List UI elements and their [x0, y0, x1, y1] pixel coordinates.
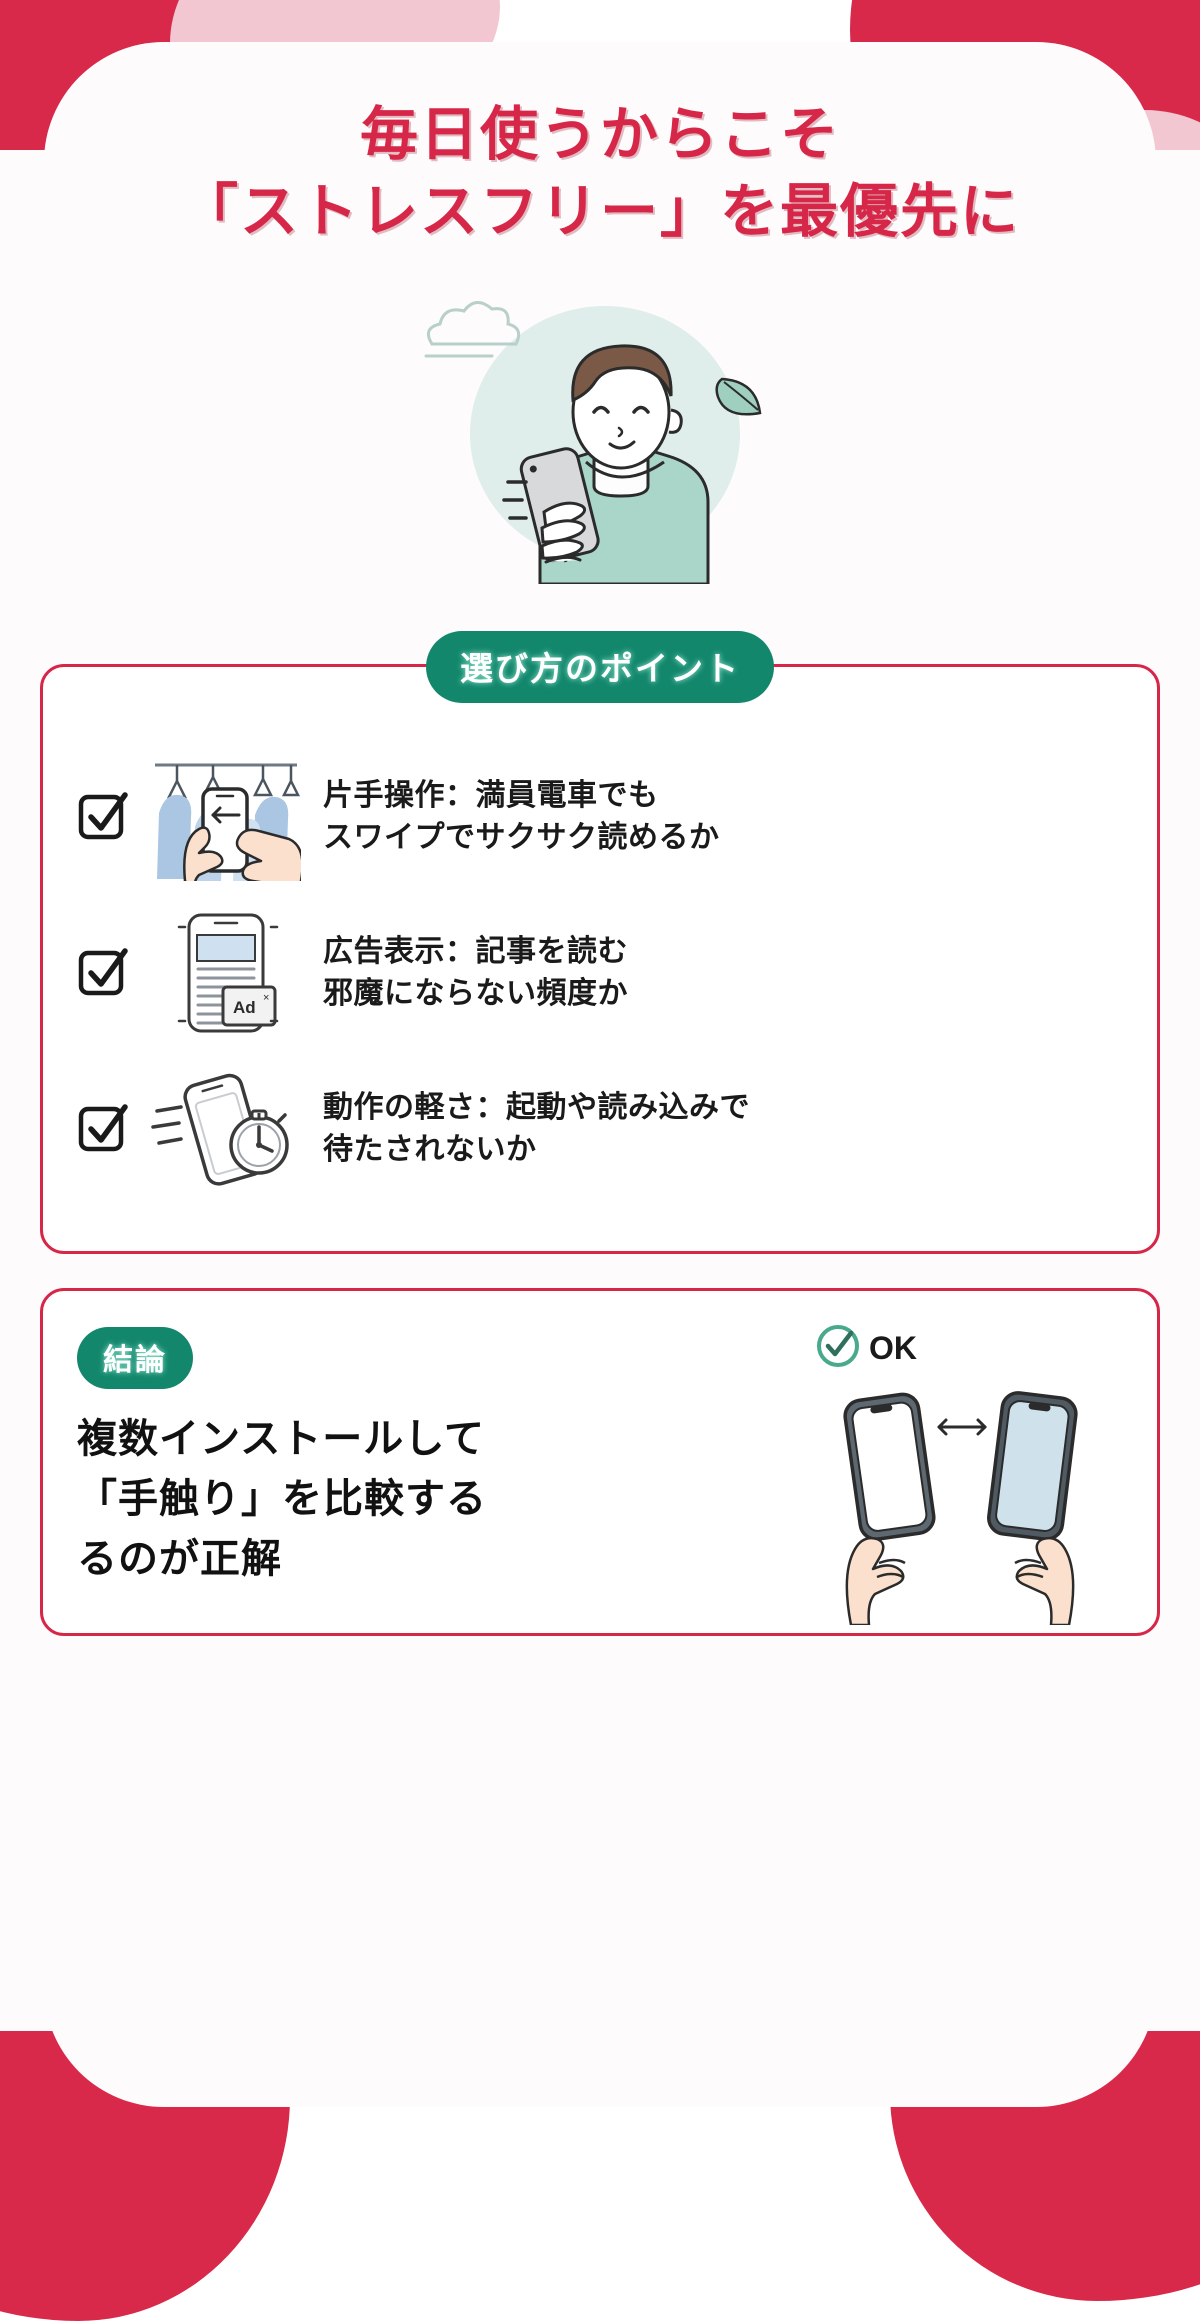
- svg-text:Ad: Ad: [233, 998, 256, 1017]
- point-item-text: 片手操作：満員電車でも スワイプでサクサク読めるか: [323, 775, 720, 860]
- point-item-text-line-2: 邪魔にならない頻度か: [323, 977, 628, 1011]
- conclusion-text: 複数インストールして 「手触り」を比較する るのが正解: [77, 1409, 793, 1589]
- point-item[interactable]: Ad × 広告表示：記事を読む 邪魔にならない頻度か: [77, 895, 1123, 1051]
- point-item-text-line-2: スワイプでサクサク読めるか: [323, 821, 720, 855]
- conclusion-text-line-1: 複数インストールして: [77, 1417, 485, 1462]
- ok-mark: OK: [815, 1323, 917, 1374]
- points-badge-wrapper: 選び方のポイント: [43, 631, 1157, 704]
- checkbox-checked-icon[interactable]: [77, 791, 129, 843]
- point-item-text-line-1: 広告表示：記事を読む: [323, 934, 628, 968]
- phone-stopwatch-speed-icon: [151, 1065, 301, 1193]
- conclusion-badge: 結論: [77, 1327, 193, 1390]
- hero-illustration: [40, 284, 1160, 585]
- page-content: 毎日使うからこそ 「ストレスフリー」を最優先に: [40, 0, 1160, 1637]
- one-hand-train-phone-icon: [151, 753, 304, 901]
- svg-text:×: ×: [263, 992, 269, 1004]
- page-title-line-2: 「ストレスフリー」を最優先に: [179, 179, 1020, 245]
- conclusion-inner: 結論 複数インストールして 「手触り」を比較する るのが正解: [77, 1325, 1123, 1626]
- ok-label: OK: [869, 1330, 917, 1367]
- point-item-text: 動作の軽さ：起動や読み込みで 待たされないか: [323, 1087, 750, 1172]
- conclusion-right-column: OK: [793, 1325, 1123, 1626]
- point-item-text: 広告表示：記事を読む 邪魔にならない頻度か: [323, 931, 628, 1016]
- phone-article-ad-icon: Ad ×: [151, 909, 301, 1037]
- check-circle-icon: [815, 1323, 861, 1374]
- points-card: 選び方のポイント: [40, 631, 1160, 1255]
- checkbox-checked-icon[interactable]: [77, 947, 129, 999]
- point-item[interactable]: 片手操作：満員電車でも スワイプでサクサク読めるか: [77, 739, 1123, 901]
- page-title: 毎日使うからこそ 「ストレスフリー」を最優先に: [40, 0, 1160, 250]
- man-with-phone-illustration: [424, 301, 762, 585]
- point-item-text-line-2: 待たされないか: [323, 1133, 537, 1167]
- point-item-text-line-1: 動作の軽さ：起動や読み込みで: [323, 1090, 750, 1124]
- conclusion-badge-wrapper: 結論: [77, 1327, 793, 1390]
- point-item-text-line-1: 片手操作：満員電車でも: [323, 778, 659, 812]
- point-item[interactable]: 動作の軽さ：起動や読み込みで 待たされないか: [77, 1051, 1123, 1207]
- conclusion-text-line-2: 「手触り」を比較する: [77, 1477, 487, 1522]
- conclusion-text-line-3: るのが正解: [77, 1537, 282, 1582]
- conclusion-left-column: 結論 複数インストールして 「手触り」を比較する るのが正解: [77, 1327, 793, 1589]
- page-title-line-1: 毎日使うからこそ: [359, 102, 840, 167]
- points-section-badge: 選び方のポイント: [426, 631, 774, 704]
- two-phones-comparison-illustration: [843, 1391, 1078, 1626]
- conclusion-card: 結論 複数インストールして 「手触り」を比較する るのが正解: [40, 1288, 1160, 1637]
- checkbox-checked-icon[interactable]: [77, 1103, 129, 1155]
